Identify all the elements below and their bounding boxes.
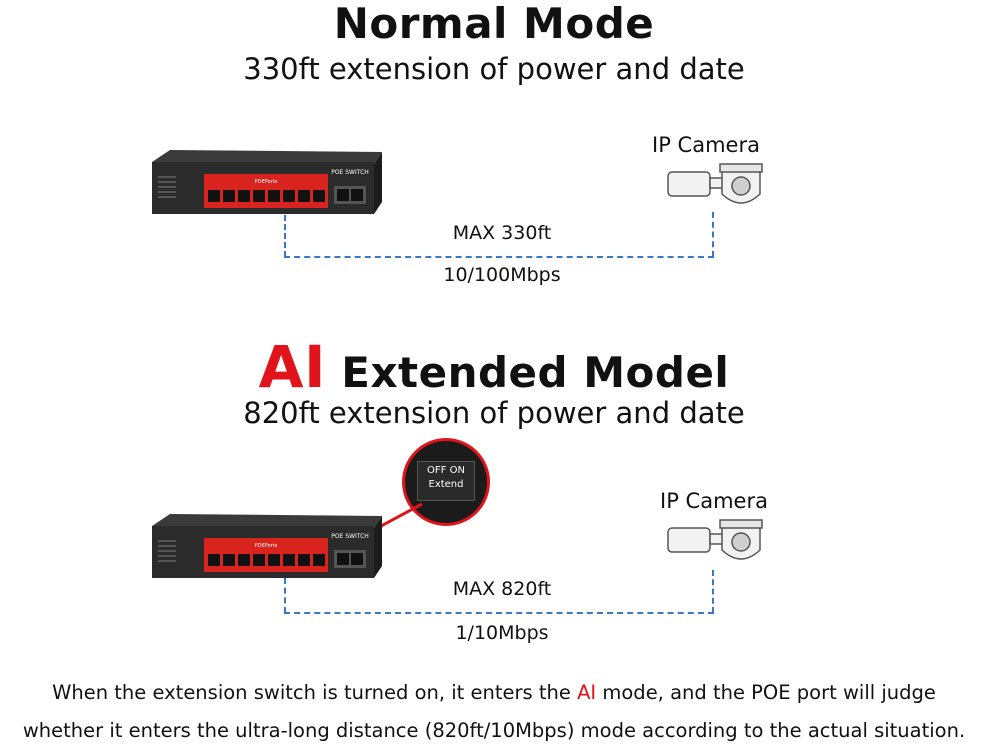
- zoom-off-on-label: OFF ON: [427, 465, 465, 476]
- note-line-2: whether it enters the ultra-long distanc…: [22, 719, 966, 742]
- switch-ports-label-2: POEPorts: [255, 543, 278, 549]
- ip-camera-extended-icon: [664, 516, 768, 572]
- note-ai-accent: AI: [577, 681, 597, 704]
- note-line-1: When the extension switch is turned on, …: [0, 676, 988, 710]
- extended-title-text: Extended Model: [341, 348, 730, 397]
- zoom-extend-label: Extend: [428, 479, 464, 490]
- extended-mode-subtitle: 820ft extension of power and date: [243, 396, 745, 430]
- poe-switch-icon: POEPorts POE SWITCH: [152, 150, 382, 220]
- extended-distance: MAX 820ft: [452, 578, 552, 600]
- normal-mode-title: Normal Mode: [333, 0, 655, 48]
- switch-brand-label-2: POE SWITCH: [331, 533, 369, 540]
- extended-speed: 1/10Mbps: [455, 622, 549, 644]
- switch-ports-label: POEPorts: [255, 179, 278, 185]
- note-line-1-end: mode, and the POE port will judge: [596, 681, 936, 704]
- extended-camera-label: IP Camera: [660, 489, 768, 513]
- normal-distance: MAX 330ft: [452, 222, 552, 244]
- note-line-1-start: When the extension switch is turned on, …: [52, 681, 578, 704]
- normal-mode-subtitle: 330ft extension of power and date: [243, 52, 745, 86]
- extend-switch-zoom-icon: OFF ON Extend: [402, 438, 490, 526]
- poe-switch-extended-icon: POEPorts POE SWITCH: [152, 514, 382, 584]
- extended-mode-title: AI Extended Model: [0, 336, 988, 404]
- normal-speed: 10/100Mbps: [443, 264, 561, 286]
- ai-title-accent: AI: [258, 333, 327, 401]
- normal-camera-label: IP Camera: [652, 133, 760, 157]
- ip-camera-icon: [664, 160, 768, 216]
- switch-brand-label: POE SWITCH: [331, 169, 369, 176]
